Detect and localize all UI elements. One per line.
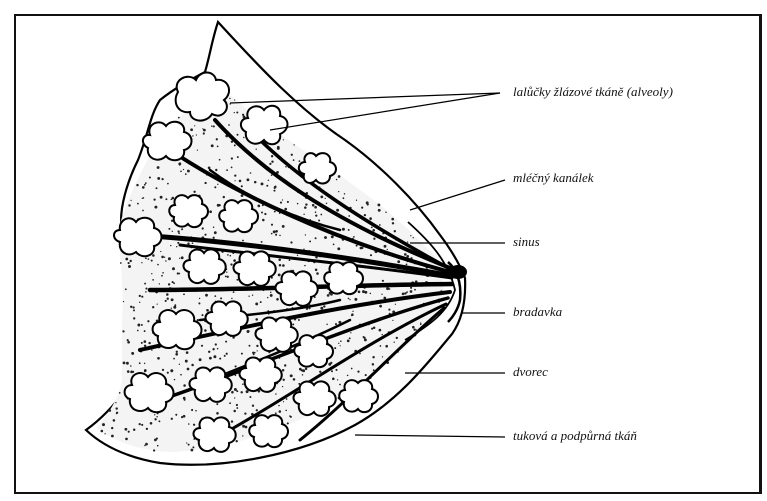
label-nipple: bradavka [513,304,562,320]
label-areola: dvorec [513,364,548,380]
label-milk-duct: mléčný kanálek [513,170,593,186]
label-sinus: sinus [513,234,540,250]
label-alveoly: lalůčky žlázové tkáně (alveoly) [513,84,673,100]
label-fatty-tissue: tuková a podpůrná tkáň [513,428,637,444]
